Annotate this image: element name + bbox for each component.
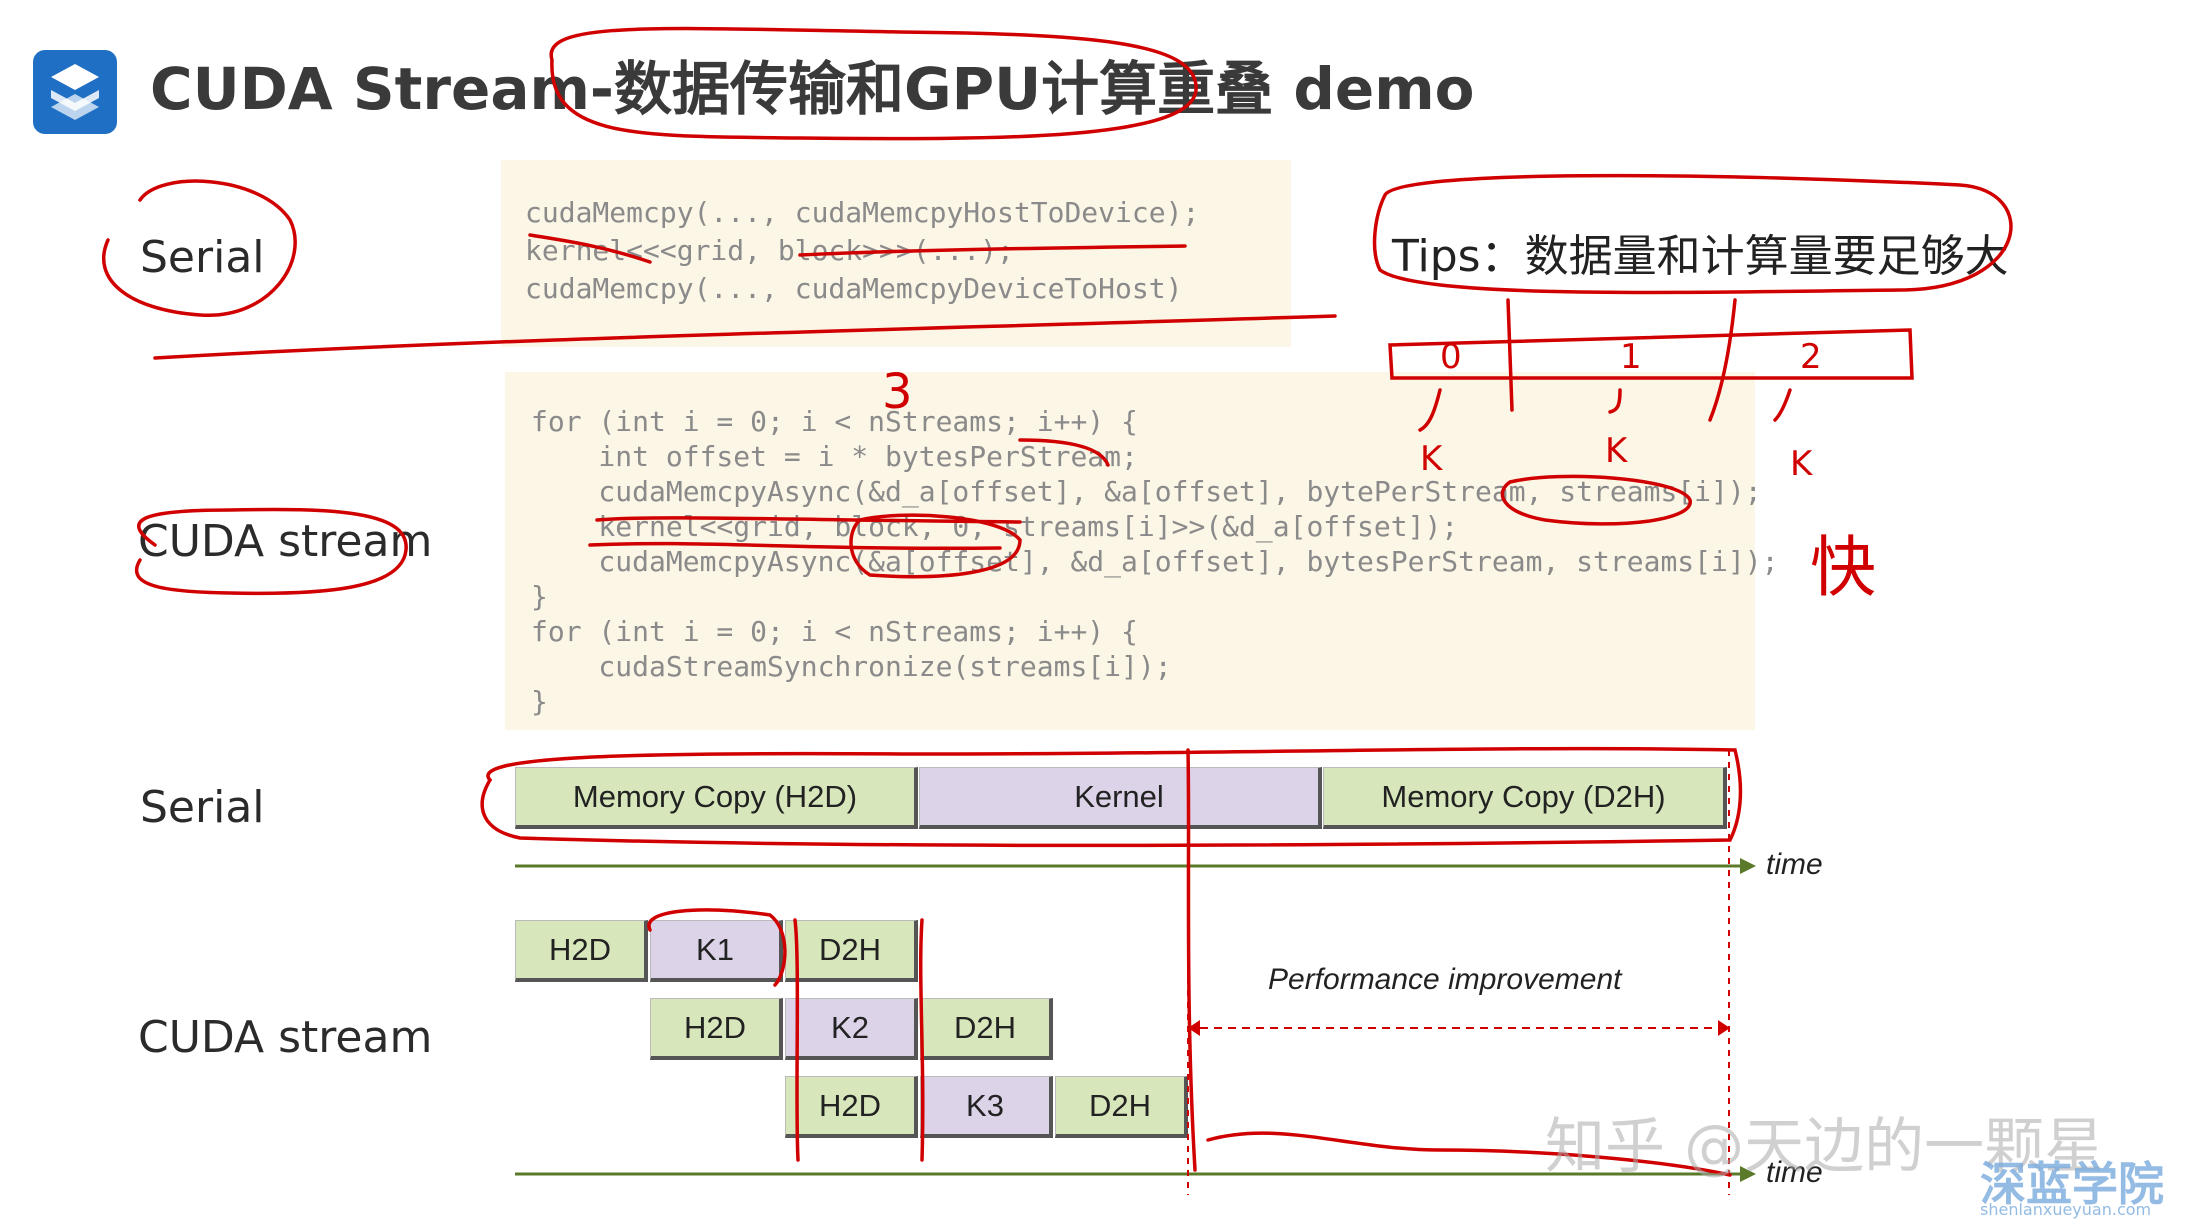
stream-code-block: for (int i = 0; i < nStreams; i++) { int… [505, 372, 1778, 730]
segment-label: 1 [1620, 337, 1642, 377]
timeline-block-copy: Memory Copy (H2D) [515, 767, 918, 829]
code-line: int offset = i * bytesPerStream; [531, 440, 1138, 473]
timeline-block-kernel: Kernel [919, 767, 1322, 829]
timeline-block-copy: Memory Copy (D2H) [1323, 767, 1727, 829]
code-line: cudaMemcpyAsync(&a[offset], &d_a[offset]… [531, 545, 1779, 578]
page-title: CUDA Stream-数据传输和GPU计算重叠 demo [150, 55, 1475, 123]
time-axis-stream [515, 1166, 1756, 1182]
serial-label-bottom: Serial [140, 782, 265, 833]
block-label: D2H [953, 1009, 1016, 1045]
segment-kernel-mark: K [1420, 439, 1444, 479]
cuda-stream-label-bottom: CUDA stream [138, 1012, 433, 1063]
code-line: kernel<<grid, block, 0, streams[i]>>(&d_… [531, 510, 1459, 543]
block-label: Kernel [1074, 778, 1164, 814]
tips-note: Tips：数据量和计算量要足够大 [1392, 231, 2009, 282]
segment-label: 0 [1440, 337, 1462, 377]
block-label: D2H [1088, 1087, 1151, 1123]
code-line: } [531, 580, 548, 613]
performance-arrow [1188, 1020, 1730, 1036]
cuda-stream-label-top: CUDA stream [138, 516, 433, 567]
segment-kernel-mark: K [1605, 431, 1629, 471]
stream-count-mark: 3 [882, 364, 913, 420]
timeline-block-copy: H2D [650, 998, 783, 1060]
code-line: cudaMemcpy(..., cudaMemcpyDeviceToHost) [525, 272, 1183, 305]
fast-mark: 快 [1810, 529, 1876, 606]
watermark: 知乎 @天边的一颗星 [1545, 1112, 2105, 1182]
code-line: for (int i = 0; i < nStreams; i++) { [531, 615, 1138, 648]
handwritten-marks [101, 26, 2013, 1177]
timeline-block-copy: D2H [920, 998, 1053, 1060]
time-axis-label-serial: time [1766, 848, 1823, 881]
time-axis-serial [515, 858, 1756, 874]
timeline-block-copy: D2H [1055, 1076, 1188, 1138]
timeline-block-copy: H2D [785, 1076, 918, 1138]
timeline-block-kernel: K3 [920, 1076, 1053, 1138]
block-label: K3 [966, 1087, 1004, 1123]
block-label: H2D [818, 1087, 881, 1123]
timeline-block-kernel: K1 [650, 920, 783, 982]
timeline-block-copy: D2H [785, 920, 918, 982]
code-line: cudaStreamSynchronize(streams[i]); [531, 650, 1172, 683]
performance-improvement-label: Performance improvement [1268, 963, 1622, 996]
time-axis-label-stream: time [1766, 1156, 1823, 1189]
app-logo [33, 50, 117, 134]
code-line: } [531, 685, 548, 718]
block-label: D2H [818, 931, 881, 967]
segment-label: 2 [1800, 337, 1822, 377]
block-label: Memory Copy (D2H) [1381, 778, 1666, 814]
block-label: K2 [831, 1009, 869, 1045]
timeline-block-copy: H2D [515, 920, 648, 982]
block-label: H2D [683, 1009, 746, 1045]
block-label: H2D [548, 931, 611, 967]
serial-label-top: Serial [140, 232, 265, 283]
brand-name: 深蓝学院 [1980, 1157, 2164, 1211]
handwritten-text: 0 1 2 K K K 3 快 [882, 337, 1876, 606]
block-label: K1 [696, 931, 734, 967]
logo-icon [51, 64, 99, 120]
brand-url: shenlanxueyuan.com [1980, 1200, 2152, 1219]
code-line: for (int i = 0; i < nStreams; i++) { [531, 405, 1138, 438]
code-line: cudaMemcpy(..., cudaMemcpyHostToDevice); [525, 196, 1200, 229]
timeline-block-kernel: K2 [785, 998, 918, 1060]
serial-code-block: cudaMemcpy(..., cudaMemcpyHostToDevice);… [501, 160, 1291, 347]
block-label: Memory Copy (H2D) [572, 778, 858, 814]
segment-kernel-mark: K [1790, 444, 1814, 484]
